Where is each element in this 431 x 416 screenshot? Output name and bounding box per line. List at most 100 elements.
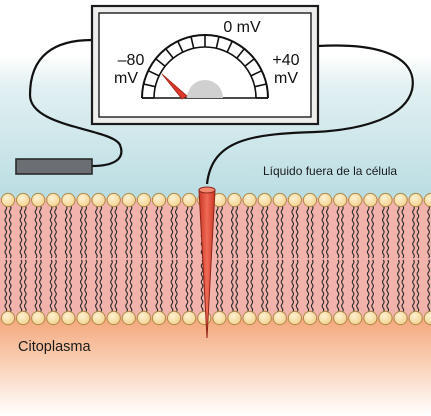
lipid-tail — [170, 205, 174, 259]
lipid-tail — [276, 205, 279, 259]
lipid-tail — [8, 205, 12, 259]
lipid-tail — [114, 205, 118, 259]
scale-right-value: +40 — [272, 52, 299, 69]
phospholipid-head — [46, 310, 61, 326]
lipid-tail — [412, 205, 415, 259]
dial-ticks — [142, 35, 268, 99]
phospholipid-head — [0, 192, 16, 208]
phospholipid-head — [61, 192, 76, 208]
lipid-tail — [371, 259, 374, 313]
lipid-tail — [95, 259, 98, 313]
lipid-tail — [129, 259, 133, 313]
lipid-tail — [250, 259, 254, 313]
lipid-tail — [246, 205, 249, 259]
lipid-tail — [280, 205, 284, 259]
phospholipid-head — [287, 310, 302, 326]
lipid-tail — [19, 205, 23, 259]
lipid-tail — [4, 259, 8, 313]
lipid-tail — [351, 205, 355, 259]
lipid-tail — [325, 205, 329, 259]
lipid-tail — [220, 205, 223, 259]
phospholipid-head — [408, 192, 423, 208]
lipid-tail — [397, 259, 400, 313]
lipid-tail — [215, 259, 219, 313]
lipid-tail — [95, 205, 98, 259]
phospholipid-head — [151, 192, 167, 208]
phospholipid-head — [393, 192, 408, 208]
lipid-tail — [325, 259, 329, 313]
dial-tick — [190, 36, 195, 49]
phospholipid-head — [31, 310, 46, 326]
lipid-tail — [401, 259, 405, 313]
phospholipid-head — [167, 192, 182, 208]
lipid-tail — [54, 205, 57, 259]
lipid-tail — [295, 259, 299, 313]
lipid-tail — [291, 259, 295, 313]
phospholipid-head — [76, 192, 91, 208]
lipid-tail — [39, 205, 42, 259]
phospholipid-head — [348, 192, 363, 208]
lipid-tail — [321, 205, 325, 259]
lipid-tail — [306, 259, 310, 313]
lipid-tail — [69, 259, 72, 313]
lipid-tail — [140, 259, 144, 313]
recording-electrode-tip-opening — [198, 186, 216, 194]
phospholipid-head — [272, 192, 287, 208]
lipid-tail — [306, 205, 310, 259]
lipid-tail — [200, 259, 204, 313]
lipid-tail — [34, 259, 38, 313]
scale-center-label: 0 mV — [223, 19, 261, 36]
lipid-tail — [8, 259, 12, 313]
dial-tick — [147, 69, 160, 77]
lipid-tail — [341, 205, 344, 259]
phospholipid-head — [31, 192, 46, 208]
dial-tick — [165, 48, 174, 59]
phospholipid-head — [272, 310, 287, 326]
lipid-tail — [230, 259, 234, 313]
phospholipid-head — [302, 310, 318, 326]
phospholipid-head — [91, 192, 106, 208]
dial-tick — [244, 58, 255, 67]
lipid-tail — [64, 205, 68, 259]
dial-tick — [155, 58, 166, 67]
phospholipid-head — [182, 192, 197, 208]
lipid-tail — [356, 205, 359, 259]
lipid-tail — [155, 205, 159, 259]
phospholipid-heads — [0, 192, 431, 326]
lipid-tail — [371, 205, 374, 259]
lipid-tail — [265, 205, 269, 259]
phospholipid-head — [16, 192, 31, 208]
phospholipid-head — [197, 310, 212, 326]
phospholipid-head — [242, 310, 257, 326]
lipid-tail — [155, 259, 159, 313]
lipid-tail — [140, 205, 144, 259]
lipid-tail — [49, 205, 53, 259]
phospholipid-head — [91, 310, 106, 326]
phospholipid-head — [408, 310, 423, 326]
lipid-tail — [341, 259, 344, 313]
lipid-tail — [159, 259, 163, 313]
lipid-tail — [401, 205, 405, 259]
lipid-tail — [84, 259, 88, 313]
phospholipid-head — [333, 192, 348, 208]
lipid-tail — [351, 259, 355, 313]
lipid-tail — [125, 205, 128, 259]
lipid-tail — [220, 259, 223, 313]
lipid-tail — [310, 259, 314, 313]
lipid-tail — [144, 205, 148, 259]
dial-tick — [176, 40, 184, 53]
lipid-tail — [246, 259, 249, 313]
needle-pointer — [161, 73, 188, 100]
phospholipid-head — [242, 192, 257, 208]
lipid-tail — [397, 205, 400, 259]
lipid-tail — [265, 259, 269, 313]
reference-electrode — [15, 158, 93, 175]
lipid-tail — [34, 205, 38, 259]
dial-tick — [254, 83, 267, 88]
lipid-tail — [366, 205, 370, 259]
scale-left-value: –80 — [118, 52, 145, 69]
reference-electrode-wire — [28, 38, 123, 168]
lipid-tail — [39, 259, 42, 313]
